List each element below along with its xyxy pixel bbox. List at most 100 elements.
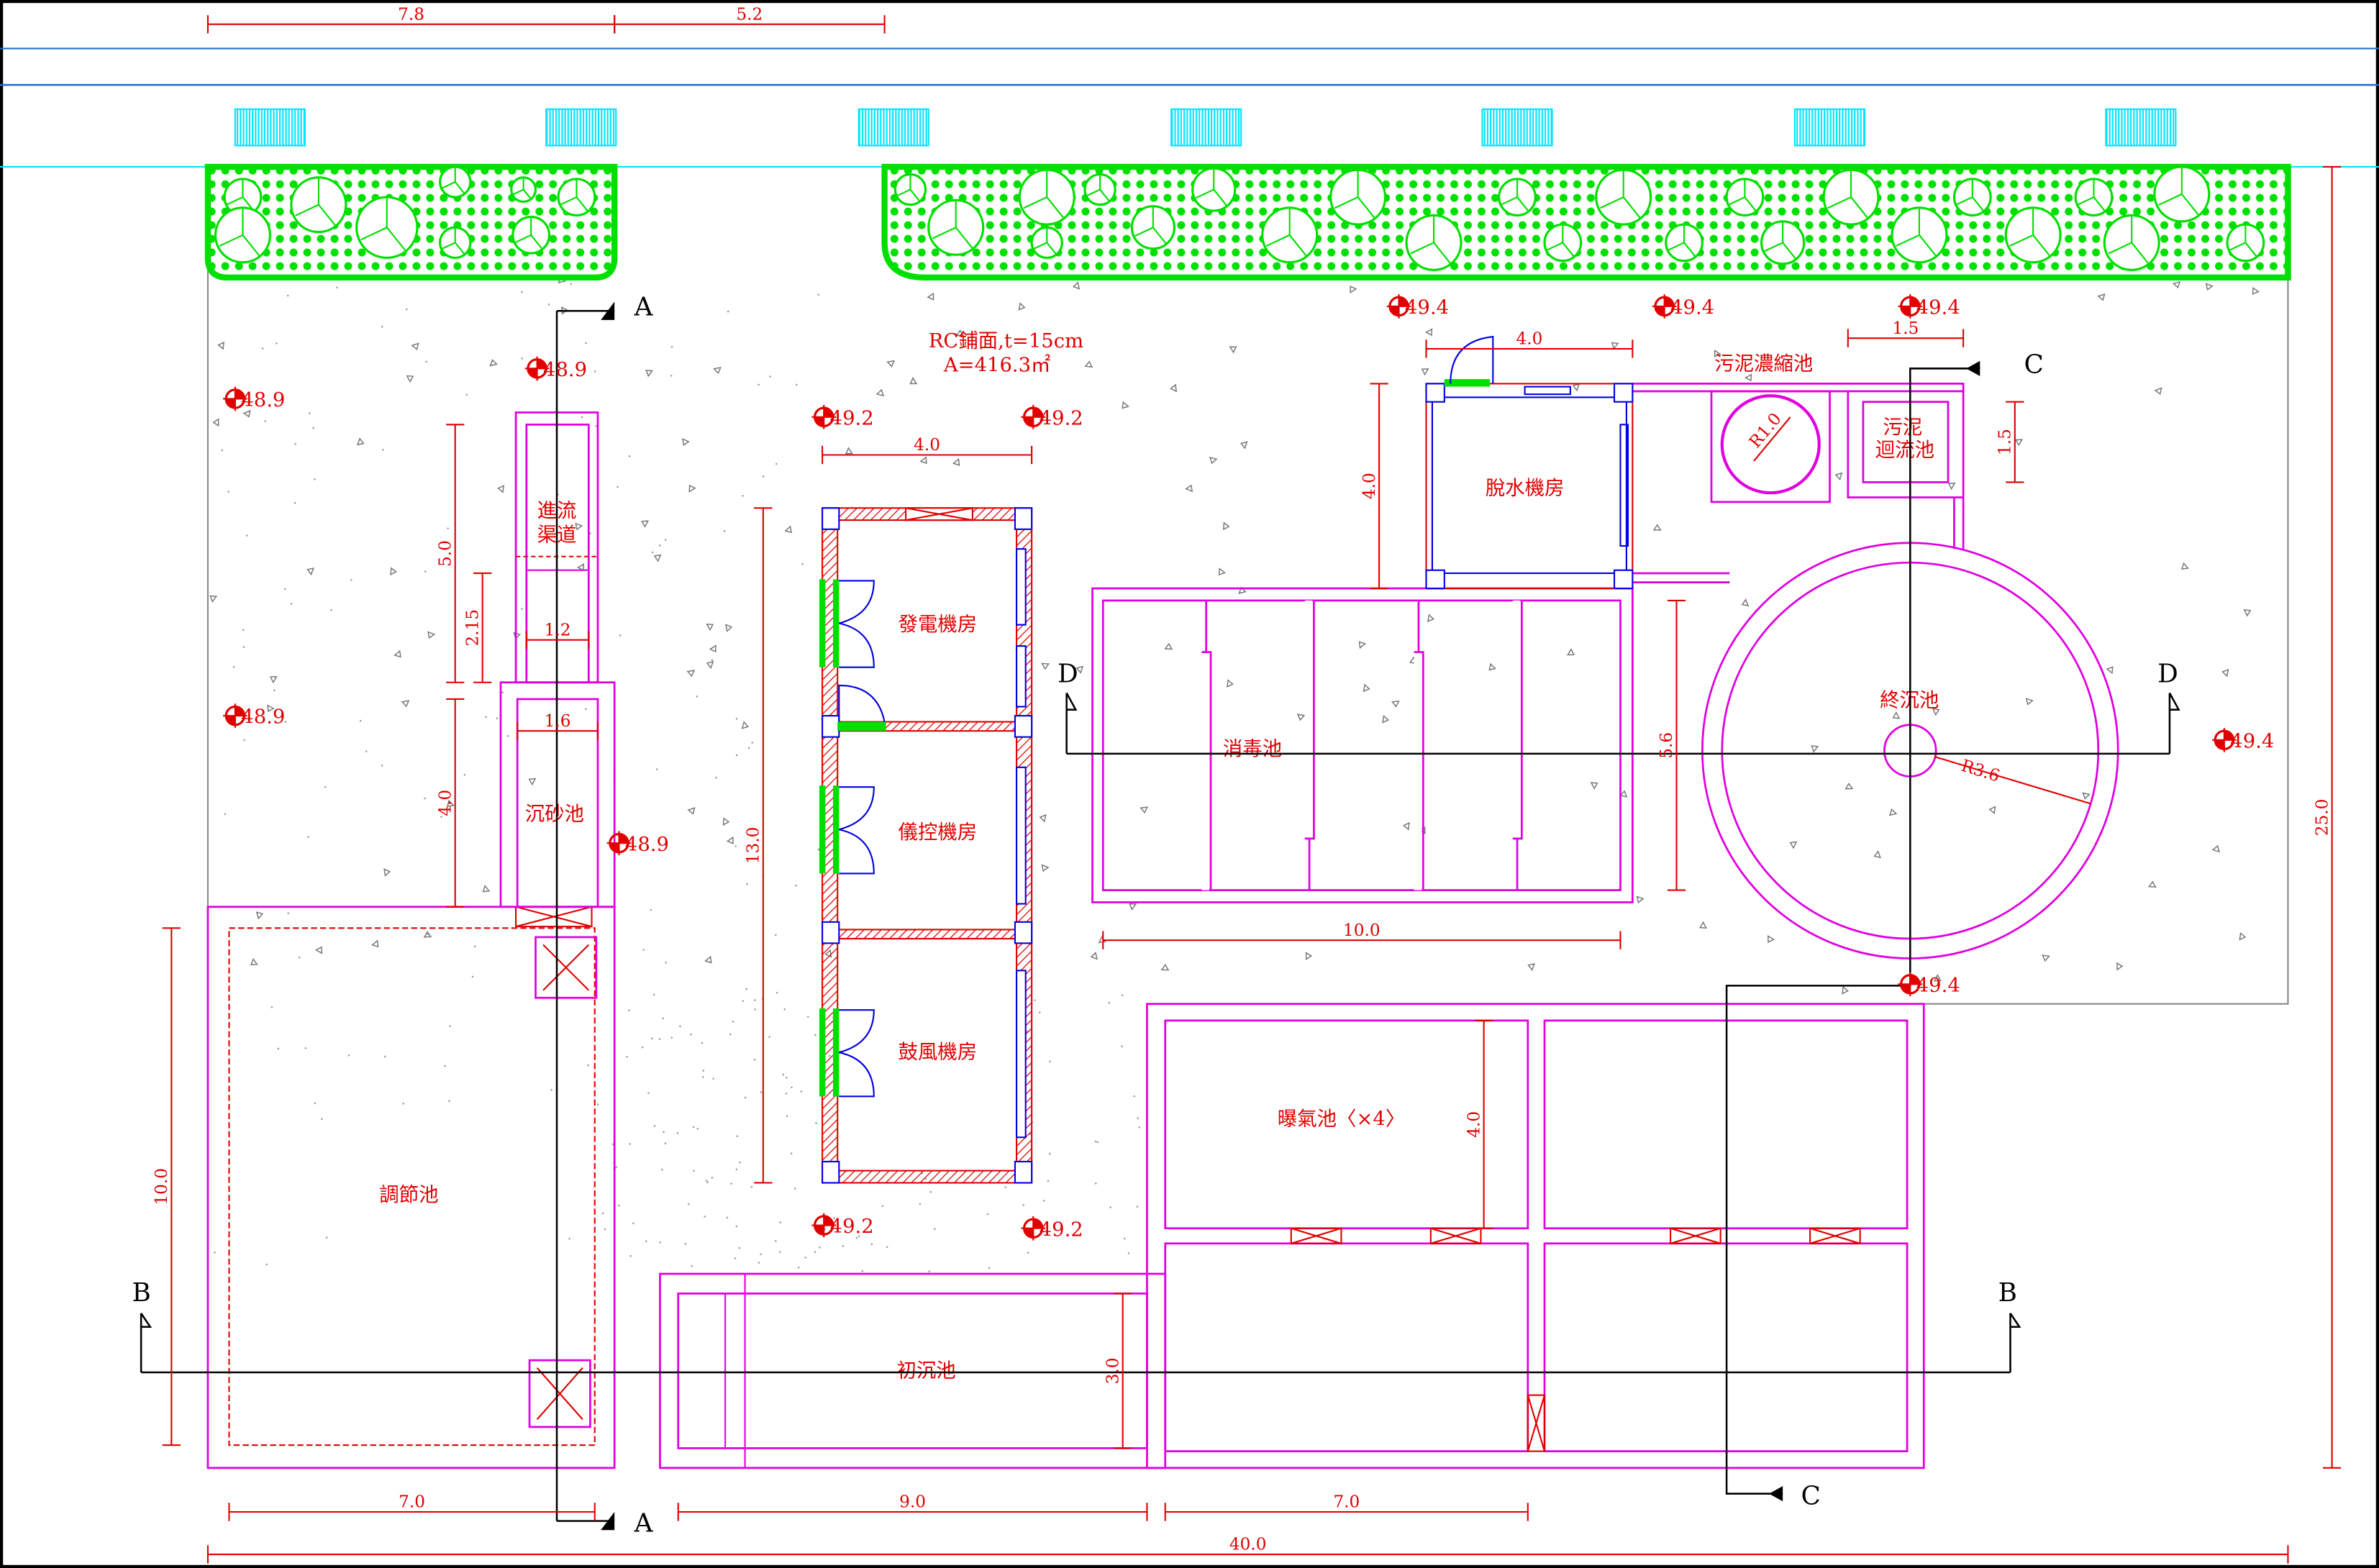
primary-label: 初沉池 xyxy=(896,1359,955,1382)
drain-grate xyxy=(1481,108,1553,147)
equalization-basin: 調節池 xyxy=(206,906,616,1469)
tree-symbol xyxy=(557,178,596,216)
section-d-right: D xyxy=(2157,660,2178,689)
dimension-grit-w: 1.6 xyxy=(517,711,599,740)
dimension-value: 4.0 xyxy=(914,435,940,455)
dimension-eq-w: 7.0 xyxy=(228,1492,596,1521)
elevation-marker: 48.9 xyxy=(524,356,587,381)
elevation-value: 49.2 xyxy=(830,407,874,429)
dimension-bldg-w: 4.0 xyxy=(822,435,1033,465)
dimension-value: 5.2 xyxy=(736,4,763,24)
elevation-marker: 48.9 xyxy=(223,703,285,729)
return-label-2: 迴流池 xyxy=(1875,439,1934,462)
tree-symbol xyxy=(1725,178,1765,216)
section-lines: A A B B C C D D xyxy=(132,293,2180,1538)
section-c-top: C xyxy=(2024,350,2043,380)
elevation-marker: 49.2 xyxy=(811,404,874,429)
tree-symbol xyxy=(1191,167,1237,212)
sludge-return-tank: 污泥 迴流池 xyxy=(1847,390,1965,498)
dimension-value: 7.0 xyxy=(399,1492,425,1512)
elevation-value: 49.4 xyxy=(1916,296,1960,319)
elevation-value: 48.9 xyxy=(241,706,285,729)
dimension-value: 2.15 xyxy=(463,609,482,647)
tree-symbol xyxy=(2004,206,2062,264)
tree-symbol xyxy=(1130,205,1175,250)
section-d-left: D xyxy=(1057,660,1078,689)
tree-symbol xyxy=(1498,178,1537,216)
thickener-label: 污泥濃縮池 xyxy=(1714,352,1813,375)
dimension-dis-w: 10.0 xyxy=(1102,921,1621,949)
paving-area: A=416.3㎡ xyxy=(943,355,1051,377)
tree-symbol xyxy=(510,176,537,203)
drain-grate xyxy=(545,108,617,147)
dimension-aer-h: 4.0 xyxy=(1464,1019,1493,1229)
equalization-label: 調節池 xyxy=(379,1184,438,1206)
generator-room-label: 發電機房 xyxy=(899,614,978,636)
elevation-value: 48.9 xyxy=(241,389,285,411)
tree-symbol xyxy=(1891,206,1948,264)
elevation-value: 48.9 xyxy=(625,834,669,856)
dimension-ret-h: 1.5 xyxy=(1995,401,2024,483)
elevation-marker: 49.4 xyxy=(1652,294,1714,319)
elevation-marker: 49.4 xyxy=(1898,972,1960,997)
section-b-left: B xyxy=(132,1278,150,1308)
dimension-inflow-part: 2.15 xyxy=(463,572,492,683)
elevation-marker: 49.2 xyxy=(1021,1216,1083,1241)
tree-symbol xyxy=(2074,178,2114,216)
tree-symbol xyxy=(1030,226,1063,259)
drain-grates xyxy=(234,108,2177,147)
drain-grate xyxy=(1793,108,1866,147)
section-b-right: B xyxy=(1998,1278,2017,1308)
elevation-marker: 49.4 xyxy=(2212,727,2274,752)
dimension-value: 4.0 xyxy=(1464,1111,1483,1138)
dimension-overall-w: 40.0 xyxy=(206,1535,2289,1564)
tree-symbol xyxy=(1952,178,1992,216)
dimension-dis-h: 5.6 xyxy=(1657,599,1686,891)
dimension-value: 9.0 xyxy=(899,1492,926,1512)
dimension-overall-h: 25.0 xyxy=(2312,165,2342,1469)
tree-symbol xyxy=(439,226,472,259)
site-boundary xyxy=(206,166,2289,1005)
dimension-dew-w: 4.0 xyxy=(1425,329,1634,358)
elevation-value: 49.2 xyxy=(1040,407,1083,429)
tree-symbol xyxy=(1083,173,1116,206)
dimension-primary-h: 3.0 xyxy=(1103,1293,1132,1449)
section-a-bottom: A xyxy=(634,1508,654,1538)
elevation-marker: 48.9 xyxy=(223,386,285,411)
elevation-value: 49.4 xyxy=(1670,296,1714,319)
elevation-marker: 49.2 xyxy=(1021,404,1083,429)
dimension-value: 25.0 xyxy=(2312,799,2332,837)
dimension-primary-w: 9.0 xyxy=(677,1492,1148,1521)
dimension-value: 13.0 xyxy=(744,827,763,865)
dimension-value: 1.5 xyxy=(1893,319,1919,338)
dimension-inflow-w: 1.2 xyxy=(525,620,590,649)
dimension-aer-w: 7.0 xyxy=(1164,1492,1529,1521)
dimension-dew-h: 4.0 xyxy=(1360,383,1388,590)
elevation-marker: 49.4 xyxy=(1898,294,1960,319)
dimension-value: 4.0 xyxy=(1516,329,1542,349)
dewatering-room: 脫水機房 xyxy=(1425,335,1634,590)
paving-note: RC鋪面,t=15cm xyxy=(929,330,1083,352)
elevation-value: 49.4 xyxy=(1405,296,1449,319)
disinfection-tank: 消毒池 xyxy=(1091,587,1634,903)
dimension-value: 4.0 xyxy=(1360,473,1379,499)
tree-symbol xyxy=(439,165,472,199)
tree-symbol xyxy=(1018,168,1075,226)
disinfection-label: 消毒池 xyxy=(1223,738,1282,760)
tree-symbol xyxy=(511,215,551,255)
drain-grate xyxy=(234,108,306,147)
elevation-value: 49.2 xyxy=(830,1216,874,1238)
tree-symbol xyxy=(2226,223,2265,263)
elevation-marker: 49.4 xyxy=(1386,294,1449,319)
dimension-inflow-l: 5.0 xyxy=(435,424,465,683)
dimension-value: 1.5 xyxy=(1995,429,2014,455)
drain-grate xyxy=(2105,108,2177,147)
tree-symbol xyxy=(290,176,347,234)
dimension-eq-h: 10.0 xyxy=(152,927,181,1446)
tree-symbol xyxy=(927,199,985,256)
tree-symbol xyxy=(1261,206,1319,264)
control-room-label: 儀控機房 xyxy=(899,821,978,844)
dimension-value: 1.2 xyxy=(545,620,571,639)
